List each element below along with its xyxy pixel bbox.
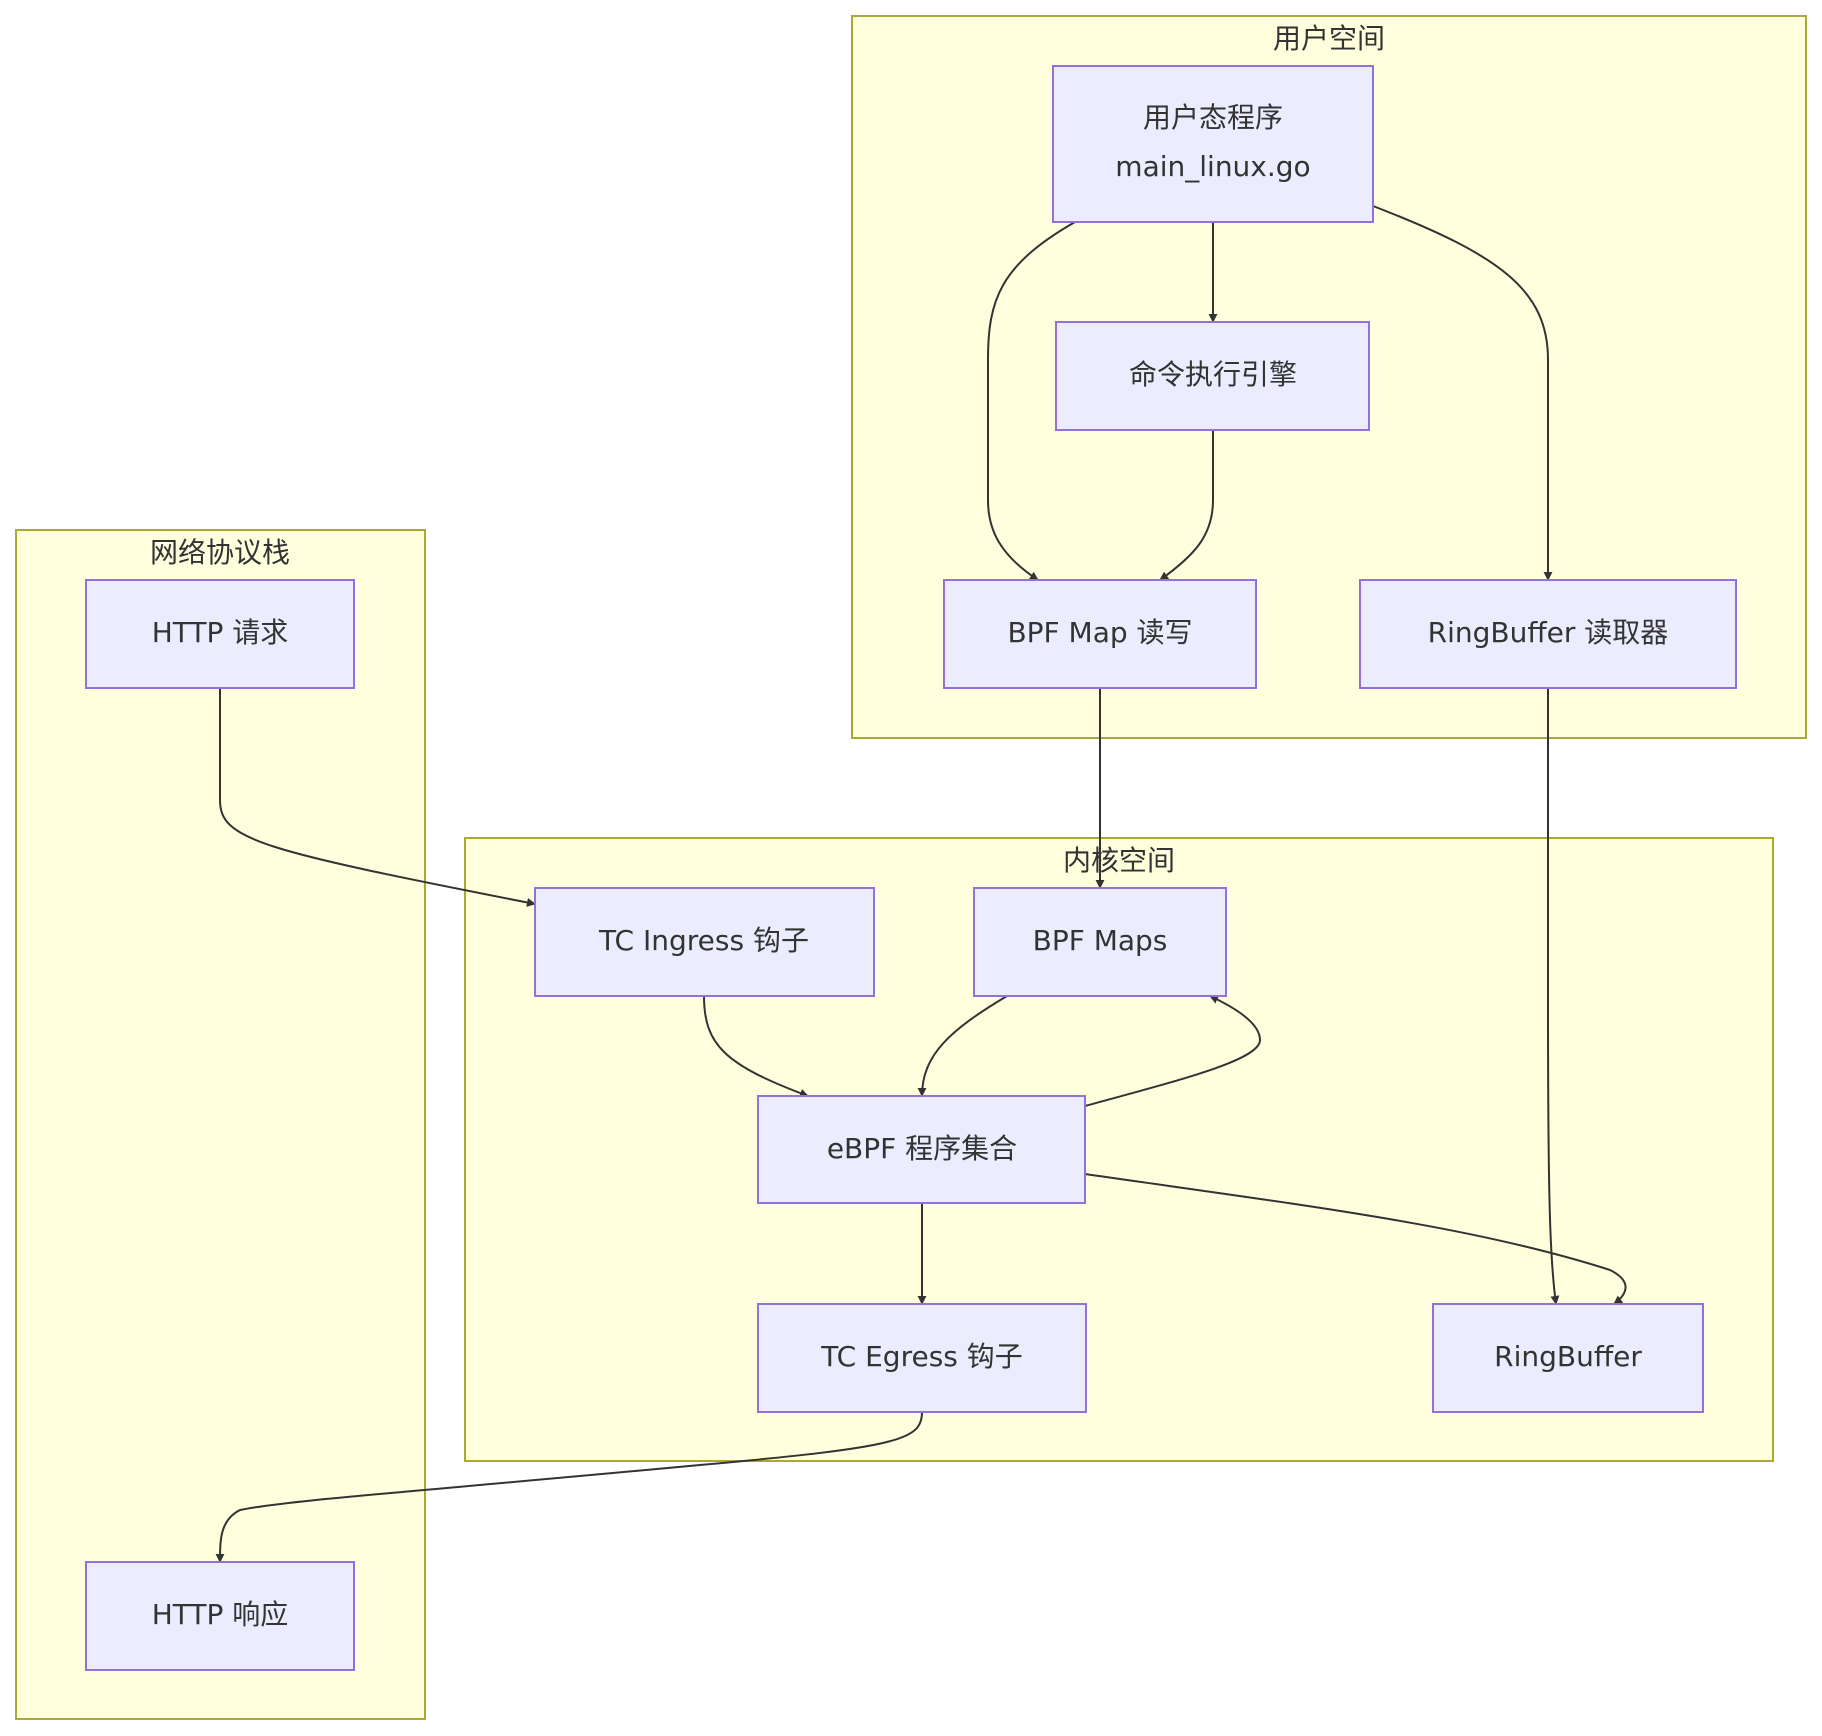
node-ringbuffer-reader[interactable]: RingBuffer 读取器 (1359, 579, 1737, 689)
group-title-network-stack: 网络协议栈 (150, 536, 290, 569)
node-label: BPF Map 读写 (1007, 616, 1192, 649)
node-user-program[interactable]: 用户态程序 main_linux.go (1052, 65, 1374, 223)
group-title-kernel-space: 内核空间 (1063, 844, 1175, 877)
edge-cmd-maprw (1159, 430, 1214, 581)
node-bpf-map-rw[interactable]: BPF Map 读写 (943, 579, 1257, 689)
edge-ebpf-ringbuf (1084, 1173, 1627, 1305)
node-bpf-maps[interactable]: BPF Maps (973, 887, 1227, 997)
edge-egress-httpresp (215, 1411, 923, 1563)
node-http-request[interactable]: HTTP 请求 (85, 579, 355, 689)
node-label: TC Ingress 钩子 (598, 924, 809, 957)
node-label: HTTP 响应 (152, 1598, 289, 1631)
node-label: eBPF 程序集合 (827, 1132, 1017, 1165)
edge-ebpf-maps (1084, 995, 1262, 1107)
edge-userprog-maprw (987, 221, 1076, 581)
edge-maps-ebpf (917, 995, 1008, 1097)
node-tc-ingress[interactable]: TC Ingress 钩子 (534, 887, 875, 997)
edge-httpreq-ingress (219, 688, 536, 907)
group-title-user-space: 用户空间 (1273, 22, 1385, 55)
node-tc-egress[interactable]: TC Egress 钩子 (757, 1303, 1087, 1413)
node-label: 命令执行引擎 (1129, 358, 1297, 391)
node-command-engine[interactable]: 命令执行引擎 (1055, 321, 1370, 431)
edge-userprog-rbreader (1372, 205, 1553, 581)
node-label: HTTP 请求 (152, 616, 289, 649)
node-label: TC Egress 钩子 (820, 1340, 1023, 1373)
node-http-response[interactable]: HTTP 响应 (85, 1561, 355, 1671)
node-label-line-1: 用户态程序 (1143, 101, 1283, 134)
node-label: BPF Maps (1033, 924, 1168, 957)
node-ringbuffer[interactable]: RingBuffer (1432, 1303, 1704, 1413)
edge-ingress-ebpf (703, 995, 809, 1098)
edges (215, 205, 1627, 1563)
node-label-line-2: main_linux.go (1115, 150, 1310, 183)
node-label: RingBuffer 读取器 (1428, 616, 1669, 649)
node-ebpf-programs[interactable]: eBPF 程序集合 (757, 1095, 1086, 1204)
node-label: RingBuffer (1494, 1340, 1642, 1373)
edge-rbreader-ringbuf (1547, 688, 1560, 1305)
